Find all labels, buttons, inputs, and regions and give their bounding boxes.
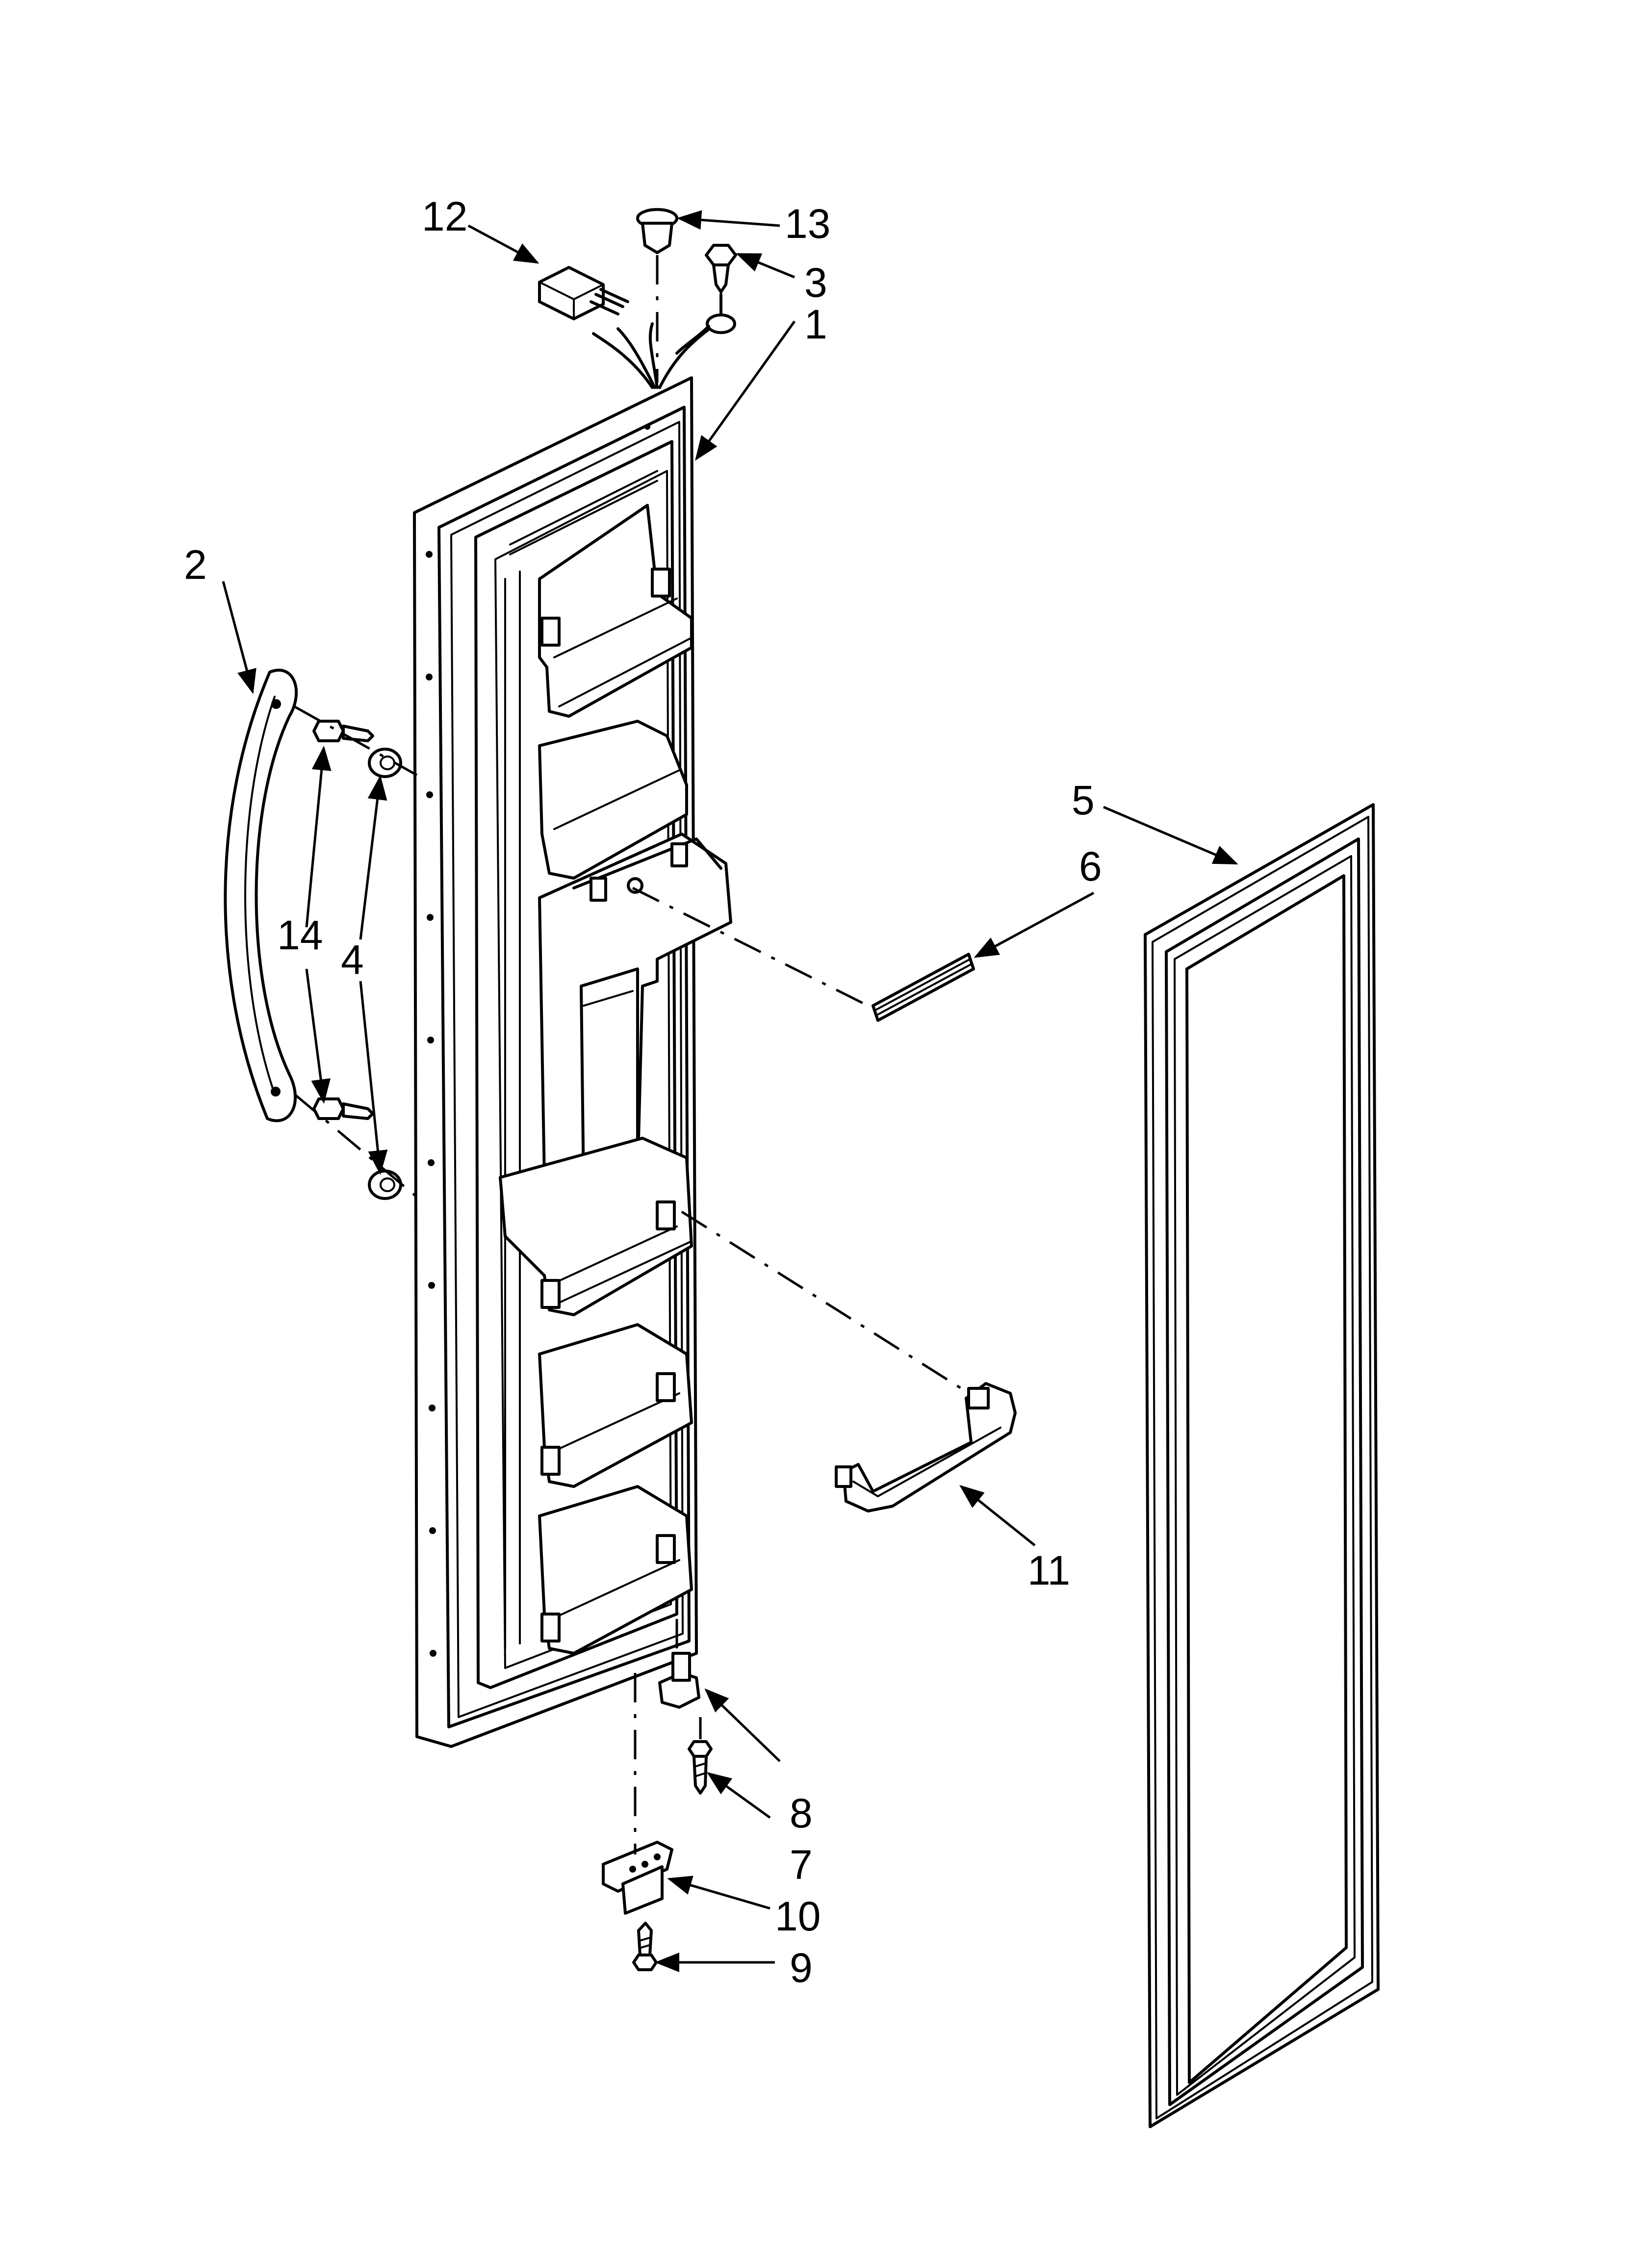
callout-11: 11 — [1027, 1547, 1070, 1593]
callout-14: 14 — [277, 912, 323, 958]
handle-screw-upper — [312, 720, 374, 742]
callout-12: 12 — [422, 193, 467, 239]
door-handle — [224, 669, 298, 1122]
callout-10: 10 — [775, 1893, 821, 1939]
callout-6: 6 — [1079, 843, 1102, 889]
ground-screw — [675, 244, 737, 355]
handle-lower-dash — [293, 1093, 418, 1198]
door-gasket — [1144, 803, 1380, 2128]
callout-8: 8 — [790, 1790, 813, 1836]
callout-9: 9 — [790, 1945, 813, 1991]
callout-2: 2 — [184, 542, 207, 588]
callout-4: 4 — [341, 937, 364, 983]
callout-13: 13 — [785, 201, 830, 247]
handle-upper-dash — [293, 705, 418, 777]
callout-1: 1 — [804, 301, 827, 347]
frame-holes — [426, 424, 650, 1657]
door-assembly — [413, 322, 732, 1748]
hinge-pin — [658, 1619, 700, 1709]
door-switch — [636, 208, 678, 383]
lower-hinge — [602, 1673, 673, 1915]
callout-5: 5 — [1072, 777, 1095, 823]
callout-3: 3 — [804, 260, 827, 306]
door-bin — [681, 1210, 1017, 1512]
dispenser-trim — [632, 886, 975, 1022]
callout-7: 7 — [790, 1842, 813, 1888]
hinge-screw — [688, 1717, 713, 1795]
handle-screw-lower — [312, 1097, 374, 1120]
wire-connector — [538, 266, 629, 320]
lower-hinge-screw — [632, 1922, 658, 1971]
leader-lines — [222, 210, 1238, 1972]
handle-spacer-lower — [368, 1170, 402, 1200]
